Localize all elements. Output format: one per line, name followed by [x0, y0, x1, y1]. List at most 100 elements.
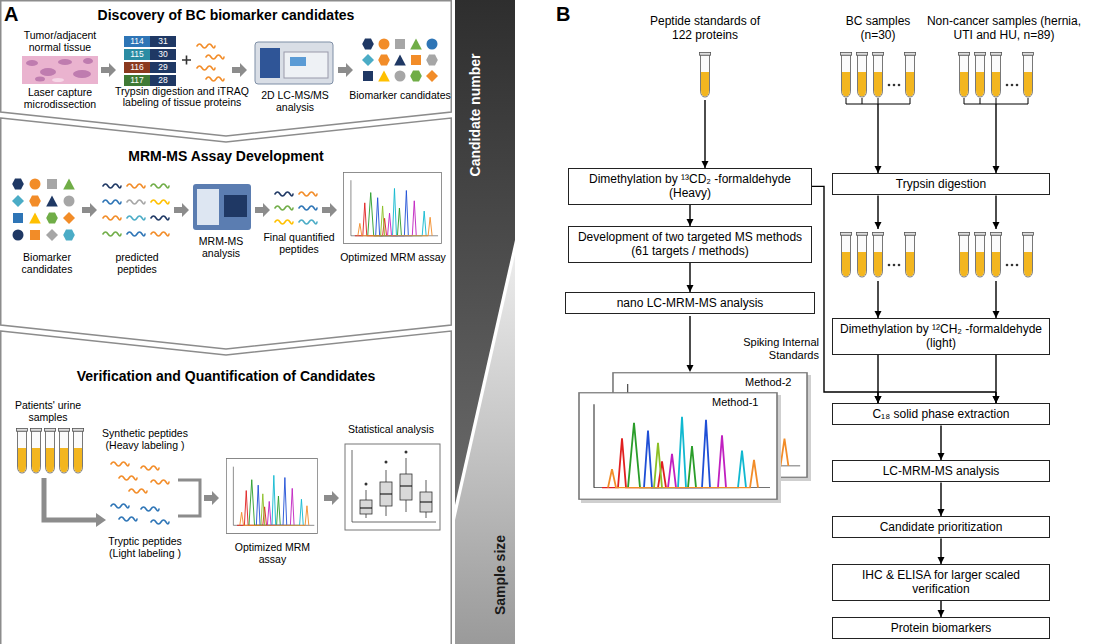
art-use	[46, 229, 58, 241]
art-use	[410, 39, 422, 50]
process-box: Candidate prioritization	[832, 516, 1050, 538]
art-use	[151, 232, 169, 236]
art-use	[1022, 52, 1033, 97]
art-path	[44, 478, 96, 520]
art-use	[103, 184, 121, 188]
node-text: Dimethylation by ¹³CD₂ -formaldehyde (He…	[573, 172, 807, 201]
node-text: Sample size	[492, 535, 508, 615]
art-ellipse	[35, 77, 45, 82]
art-use	[151, 184, 169, 188]
art-use	[63, 212, 75, 224]
art-use	[904, 232, 915, 277]
process-box: Dimethylation by ¹³CD₂ -formaldehyde (He…	[568, 168, 812, 205]
art-polygon	[687, 365, 694, 372]
process-box: nano LC-MRM-MS analysis	[565, 292, 815, 314]
art-use	[13, 213, 23, 223]
art-circle	[1006, 264, 1009, 267]
art-ellipse	[83, 58, 93, 64]
arrow-head	[687, 219, 694, 226]
arrow-head	[993, 166, 1000, 173]
tag-number: 115	[124, 49, 150, 60]
art-use	[111, 462, 129, 466]
flow-arrow	[938, 482, 945, 516]
node-text: C₁₈ solid phase extraction	[837, 407, 1045, 421]
art-use	[127, 200, 145, 204]
arrow-head	[875, 311, 882, 318]
tag-number: 29	[150, 62, 176, 73]
art-circle	[1011, 84, 1014, 87]
art-rect	[290, 57, 306, 66]
art-use	[12, 195, 24, 207]
art-use	[275, 192, 293, 196]
art-use	[30, 179, 41, 190]
art-use	[151, 480, 169, 484]
art-use	[362, 54, 374, 66]
art-use	[426, 70, 438, 82]
process-box: Trypsin digestion	[832, 173, 1050, 195]
tag-number: 114	[124, 36, 150, 47]
verification-illustration	[16, 428, 440, 533]
caption: predicted peptides	[96, 252, 178, 276]
art-use	[338, 63, 353, 77]
caption: Tumor/adjacent normal tissue	[12, 30, 108, 54]
connector-line	[995, 104, 996, 173]
art-use	[579, 393, 777, 499]
art-use	[411, 55, 421, 65]
node-text: Protein biomarkers	[837, 621, 1045, 635]
art-use	[232, 63, 247, 77]
art-use	[141, 466, 159, 470]
art-use	[103, 216, 121, 220]
sample-tubes: Non-cancer samples (hernia, UTI and HU, …	[926, 14, 1082, 104]
art-use	[151, 520, 169, 524]
art-use	[151, 216, 169, 220]
art-use	[197, 66, 215, 70]
mrm-illustration	[12, 173, 442, 244]
process-box: C₁₈ solid phase extraction	[832, 403, 1050, 425]
connector-line	[704, 100, 705, 168]
stage-panel: Discovery of BC biomarker candidatesTumo…	[0, 0, 452, 136]
art-rect	[150, 36, 176, 47]
caption: Optimized MRM assay	[338, 252, 448, 264]
art-circle	[898, 264, 901, 267]
art-use	[64, 196, 75, 207]
art-circle	[385, 461, 388, 464]
art-circle	[888, 84, 891, 87]
arrow-head	[875, 396, 882, 403]
art-use	[872, 52, 883, 97]
art-circle	[365, 483, 368, 486]
caption: Laser capture microdissection	[12, 87, 108, 111]
connector-line	[812, 186, 996, 392]
art-use	[127, 232, 145, 236]
art-use	[856, 52, 867, 97]
process-box: IHC & ELISA for larger scaled verificati…	[832, 564, 1050, 601]
art-circle	[893, 84, 896, 87]
art-use	[46, 196, 58, 207]
art-circle	[898, 84, 901, 87]
art-path	[352, 450, 436, 522]
art-use	[82, 203, 97, 217]
art-use	[378, 71, 390, 82]
art-use	[990, 52, 1001, 97]
art-rect	[197, 189, 219, 225]
tag-number: 28	[150, 75, 176, 86]
art-use	[29, 196, 41, 207]
art-use	[255, 203, 270, 217]
art-use	[974, 232, 985, 277]
art-path	[182, 56, 191, 65]
art-rect	[345, 444, 440, 530]
art-path	[360, 486, 432, 508]
art-use	[363, 71, 373, 81]
process-box: LC-MRM-MS analysis	[832, 460, 1050, 482]
art-use	[840, 52, 851, 97]
art-use	[395, 39, 405, 49]
art-use	[990, 232, 1001, 277]
art-ellipse	[73, 70, 91, 78]
connector-line	[877, 355, 878, 403]
art-use	[30, 230, 40, 240]
art-ellipse	[26, 60, 38, 66]
arrow-head	[993, 396, 1000, 403]
art-use	[151, 200, 169, 204]
art-use	[101, 63, 116, 77]
art-use	[426, 55, 438, 66]
art-rect	[22, 56, 98, 84]
